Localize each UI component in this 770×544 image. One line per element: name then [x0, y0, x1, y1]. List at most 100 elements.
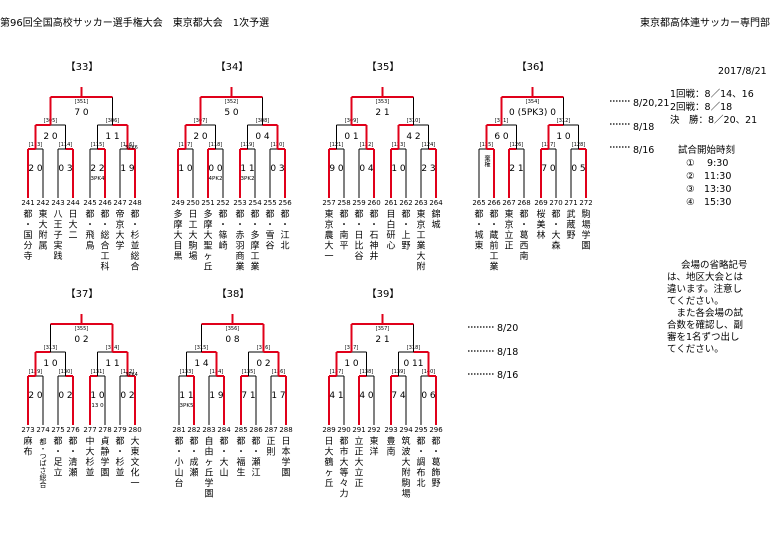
team-number: 291 — [352, 426, 365, 434]
note-line: てください。 — [667, 296, 724, 307]
match-score: 2 1 — [509, 164, 523, 174]
team-name: 多摩大目黒 — [173, 208, 182, 262]
team-name: 都・多摩工業 — [250, 209, 259, 273]
pk-result: 3PK4 — [125, 372, 138, 378]
team-name: 豊南 — [386, 435, 395, 458]
team-number: 244 — [66, 199, 80, 207]
team-name: 帝京大学 — [115, 208, 124, 252]
round-dates-bottom: 8/20 8/18 8/16 — [497, 322, 518, 382]
team-name: 東京農大一 — [324, 208, 333, 262]
match-score: 5 0 — [224, 108, 239, 118]
team-name: 都・大森 — [551, 209, 560, 252]
round-dates-top: 8/20,21 8/18 8/16 — [633, 97, 669, 157]
team-name: 都・清瀬 — [68, 436, 77, 479]
note-line: 審を1名ずつ出し — [667, 332, 740, 343]
round-date-semi: 8/18 — [633, 122, 655, 133]
team-number: 275 — [51, 426, 64, 434]
team-number: 281 — [172, 426, 185, 434]
team-name: 都・雪谷 — [265, 209, 274, 252]
team-name: 都・篠崎 — [218, 209, 227, 252]
team-number: 272 — [579, 199, 592, 207]
team-number: 250 — [186, 199, 199, 207]
kickoff-4: ④ 15:30 — [686, 197, 732, 208]
team-name: 自由ヶ丘学園 — [204, 435, 213, 500]
team-number: 262 — [399, 199, 412, 207]
team-name: 都・飛鳥 — [85, 209, 94, 252]
match-score: 2 3 — [421, 164, 435, 174]
team-name: 日本学園 — [281, 436, 290, 479]
match-score: 4 2 — [406, 132, 420, 142]
match-score: 1 1 — [179, 391, 193, 401]
team-name: 駒場学園 — [581, 208, 590, 252]
match-score: 1 0 — [43, 359, 58, 369]
match-score: 1 1 — [105, 132, 119, 142]
kickoff-3: ③ 13:30 — [686, 184, 732, 195]
match-score: 1 1 — [240, 164, 254, 174]
team-name: 都・日比谷 — [354, 209, 363, 262]
match-score: 4 0 — [359, 391, 374, 401]
team-name: 正則 — [266, 437, 275, 458]
team-number: 254 — [248, 199, 262, 207]
team-number: 279 — [113, 426, 126, 434]
team-number: 280 — [128, 426, 141, 434]
pk-result: 4PK2 — [209, 176, 223, 182]
team-name: 多摩大聖ヶ丘 — [203, 208, 212, 273]
team-number: 242 — [36, 199, 49, 207]
note-line: 違います。注意し — [667, 284, 743, 295]
team-number: 245 — [83, 199, 96, 207]
team-number: 246 — [98, 199, 112, 207]
match-score: 棄権 — [483, 154, 490, 168]
team-name: 都・江北 — [280, 209, 289, 252]
team-name: 都・成瀬 — [189, 436, 198, 479]
block-label: 【36】 — [517, 61, 550, 73]
team-number: 256 — [278, 199, 292, 207]
match-score: 2 1 — [375, 335, 389, 345]
match-score: 2 2 — [90, 164, 104, 174]
note-line: てください。 — [667, 344, 724, 355]
match-score: 0 2 — [120, 391, 134, 401]
team-number: 273 — [21, 426, 34, 434]
team-name: 東大附属 — [38, 208, 47, 252]
team-name: 日大鶴ヶ丘 — [324, 436, 333, 489]
match-id: [357] — [376, 326, 389, 332]
kickoff-2: ② 11:30 — [686, 171, 732, 182]
team-number: 287 — [264, 426, 277, 434]
team-name: 都・石神井 — [369, 209, 378, 262]
team-number: 249 — [171, 199, 184, 207]
team-number: 268 — [517, 199, 530, 207]
match-score: 2 0 — [193, 132, 208, 142]
block-label: 【38】 — [217, 288, 250, 300]
team-number: 274 — [36, 426, 50, 434]
match-score: 0 5 — [571, 164, 585, 174]
team-name: 都・大山 — [219, 436, 228, 479]
team-number: 293 — [384, 426, 397, 434]
pk-result: 3PK2 — [241, 176, 255, 182]
block-label: 【35】 — [367, 61, 400, 73]
team-name: 都・国分寺 — [23, 209, 32, 262]
team-number: 288 — [279, 426, 292, 434]
pk-result: 3PK5 — [180, 403, 194, 409]
pk-result: 3PK4 — [91, 176, 105, 182]
match-score: 1 0 — [391, 164, 406, 174]
team-name: 都・調布北 — [416, 436, 425, 489]
note-line: 会場の省略記号 — [681, 260, 748, 271]
team-number: 251 — [201, 199, 214, 207]
team-name: 東京工業大附 — [416, 208, 425, 273]
block-label: 【33】 — [66, 61, 99, 73]
team-number: 270 — [549, 199, 562, 207]
match-score: 7 1 — [241, 391, 255, 401]
match-score: 0 4 — [359, 164, 374, 174]
match-id: [352] — [225, 99, 238, 105]
match-score: 1 0 — [178, 164, 193, 174]
team-name: 武蔵野 — [566, 208, 575, 241]
team-name: 麻布 — [23, 435, 32, 458]
team-name: 都・蔵前工業 — [489, 209, 498, 273]
note-line: 合数を確認し、副 — [667, 320, 744, 331]
match-score: 1 9 — [120, 164, 135, 174]
schedule-round-final: 決 勝：8／20、21 — [670, 115, 758, 126]
team-number: 258 — [337, 199, 350, 207]
match-score: 7 4 — [391, 391, 406, 401]
match-score: 2 0 — [28, 164, 43, 174]
team-number: 269 — [534, 199, 547, 207]
team-number: 266 — [487, 199, 501, 207]
